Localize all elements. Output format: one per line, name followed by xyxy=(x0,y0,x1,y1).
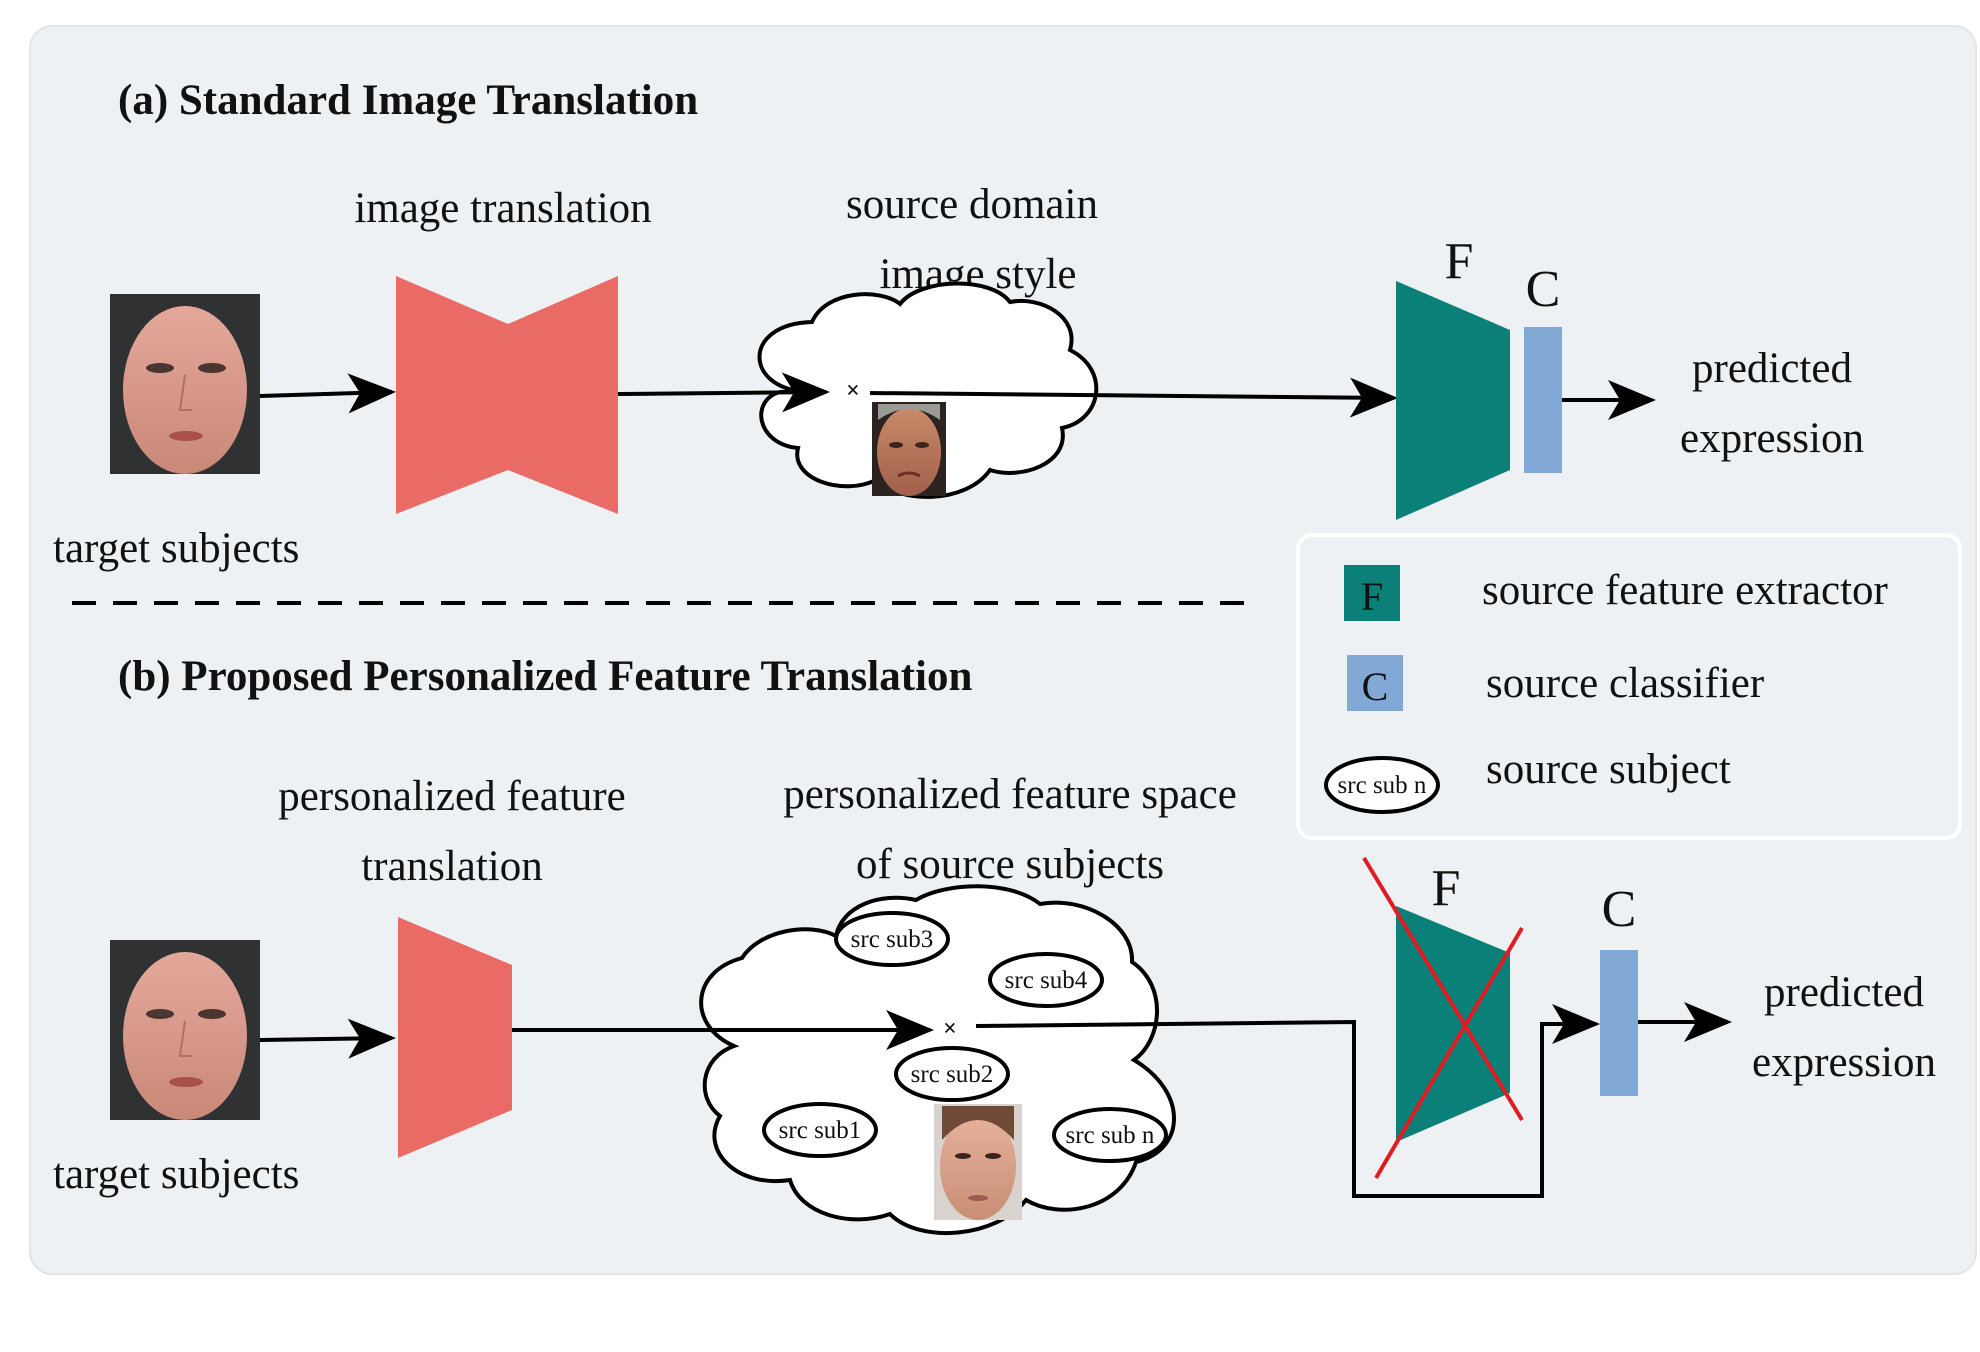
classifier-a xyxy=(1524,327,1562,473)
legend-classifier-swatch xyxy=(1347,655,1403,711)
image-translation-label: image translation xyxy=(354,185,651,232)
feature-extractor-b-label: F xyxy=(1432,860,1461,917)
source-style-face xyxy=(872,402,946,496)
panel-a-input-label: target subjects xyxy=(53,525,299,572)
legend-extractor-symbol: F xyxy=(1361,574,1383,619)
panel-b-output-line2: expression xyxy=(1752,1039,1936,1086)
subject-oval-subn xyxy=(1052,1107,1168,1163)
classifier-b-label: C xyxy=(1602,881,1637,938)
subject-label-subn: src sub n xyxy=(1066,1122,1155,1149)
panel-a-output-line1: predicted xyxy=(1692,345,1852,392)
feature-space-line2: of source subjects xyxy=(856,841,1164,888)
panel-a-output-line2: expression xyxy=(1680,415,1864,462)
feature-translation-line1: personalized feature xyxy=(278,773,625,820)
sample-point-a: × xyxy=(846,378,860,404)
source-style-cloud xyxy=(757,281,1099,499)
panel-a-title: (a) Standard Image Translation xyxy=(118,77,698,124)
style-label-line1: source domain xyxy=(846,181,1098,228)
arrow-b-input xyxy=(259,1018,396,1059)
feature-extractor-b xyxy=(1396,906,1510,1142)
subject-oval-sub2 xyxy=(894,1046,1010,1102)
sample-point-b: × xyxy=(943,1016,957,1042)
feature-extractor-a-label: F xyxy=(1445,233,1474,290)
subject-label-sub2: src sub2 xyxy=(911,1061,994,1088)
arrow-a-to-extractor xyxy=(869,377,1398,418)
subject-oval-sub3 xyxy=(834,911,950,967)
target-face-b xyxy=(110,940,260,1120)
subject-label-sub3: src sub3 xyxy=(851,926,934,953)
arrow-a-to-style xyxy=(617,372,830,413)
legend: F source feature extractor C source clas… xyxy=(1296,533,1962,840)
legend-classifier-symbol: C xyxy=(1362,664,1389,709)
feature-translation-block xyxy=(398,917,512,1158)
subject-oval-sub1 xyxy=(762,1102,878,1158)
legend-classifier-label: source classifier xyxy=(1486,660,1764,707)
panel-b-output-line1: predicted xyxy=(1764,969,1924,1016)
legend-subject-symbol: src sub n xyxy=(1338,772,1427,799)
legend-subject-label: source subject xyxy=(1486,746,1731,793)
target-face-a xyxy=(110,294,260,474)
subject-label-sub4: src sub4 xyxy=(1005,967,1088,994)
subject-oval-sub4 xyxy=(988,952,1104,1008)
source-subject-face xyxy=(934,1104,1022,1220)
panel-b-input-label: target subjects xyxy=(53,1151,299,1198)
arrow-a-input xyxy=(259,373,396,414)
feature-translation-line2: translation xyxy=(361,843,543,890)
panel-b-title: (b) Proposed Personalized Feature Transl… xyxy=(118,653,972,700)
legend-extractor-label: source feature extractor xyxy=(1482,567,1888,614)
classifier-b xyxy=(1600,950,1638,1096)
legend-extractor-swatch xyxy=(1344,565,1400,621)
image-translation-block xyxy=(396,276,618,514)
feature-space-line1: personalized feature space xyxy=(783,771,1237,818)
removed-cross xyxy=(1362,856,1524,1180)
subject-label-sub1: src sub1 xyxy=(779,1117,862,1144)
legend-subject-oval xyxy=(1324,756,1440,814)
classifier-a-label: C xyxy=(1526,261,1561,318)
feature-extractor-a xyxy=(1396,281,1510,520)
